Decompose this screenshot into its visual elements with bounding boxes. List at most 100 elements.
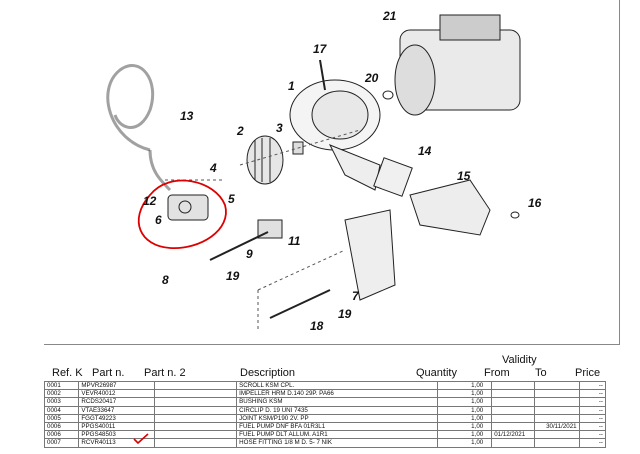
cell-part: FGGT49223 <box>78 413 156 423</box>
cell-quantity: 1,00 <box>437 421 493 432</box>
cell-part: MPVR26987 <box>78 380 156 391</box>
cell-price: -- <box>578 438 607 448</box>
cell-to <box>533 413 580 423</box>
callout-18: 18 <box>310 319 324 333</box>
cell-description: IMPELLER HRM D.140 29P. PA66 <box>236 389 439 399</box>
cell-part2 <box>154 380 238 391</box>
cell-quantity: 1,00 <box>437 397 493 407</box>
header-quantity: Quantity <box>416 367 457 379</box>
fuel-pump <box>167 194 209 221</box>
cell-description: JOINT KSM/P190 2V. PP <box>236 413 439 423</box>
cell-description: FUEL PUMP DNF BFA 01R3L1 <box>236 421 439 432</box>
validity-label: Validity <box>502 354 537 366</box>
table-header: Validity Ref. K Part n. Part n. 2 Descri… <box>44 352 620 380</box>
cell-price: -- <box>578 413 607 423</box>
cell-part: VEVR40012 <box>78 389 156 399</box>
callout-3: 3 <box>276 121 283 135</box>
cell-part2 <box>154 397 238 407</box>
cell-part2 <box>154 421 238 432</box>
header-price: Price <box>575 367 601 379</box>
callout-1: 1 <box>288 79 295 93</box>
cell-from <box>491 438 535 448</box>
callout-8: 8 <box>162 273 169 287</box>
callout-9: 9 <box>246 247 253 261</box>
cell-price: -- <box>578 397 607 407</box>
cell-to <box>533 380 580 391</box>
cell-from: 01/12/2021 <box>491 430 535 440</box>
cell-price: -- <box>578 380 607 391</box>
cell-part: RCDS20417 <box>78 397 156 407</box>
cell-ref: 0001 <box>43 380 80 391</box>
cell-part2 <box>154 438 238 448</box>
cell-price: -- <box>578 430 607 440</box>
callout-20: 20 <box>364 71 379 85</box>
cell-part2 <box>154 413 238 423</box>
cell-from <box>491 397 535 407</box>
cell-part2 <box>154 389 238 399</box>
cell-ref: 0002 <box>43 389 80 399</box>
callout-5: 5 <box>228 192 235 206</box>
header-to: To <box>535 367 547 379</box>
header-part: Part n. <box>92 367 125 379</box>
header-part2: Part n. 2 <box>144 367 186 379</box>
cell-from <box>491 380 535 391</box>
bracket <box>344 209 396 301</box>
cell-from <box>491 405 535 415</box>
cell-part: VTAE33647 <box>78 405 156 415</box>
cell-to <box>533 397 580 407</box>
cell-quantity: 1,00 <box>437 405 493 415</box>
callout-11: 11 <box>288 234 301 248</box>
callout-4: 4 <box>209 161 217 175</box>
callout-6: 6 <box>155 213 162 227</box>
cell-description: HOSE FITTING 1/8 M D. 5- 7 NIK <box>236 438 439 448</box>
red-circle-annotation <box>137 179 227 249</box>
callout-15: 15 <box>457 169 471 183</box>
impeller <box>246 135 284 185</box>
cell-quantity: 1,00 <box>437 389 493 399</box>
cell-part2 <box>154 405 238 415</box>
cell-ref: 0004 <box>43 405 80 415</box>
cell-from <box>491 421 535 432</box>
cell-to <box>533 430 580 440</box>
cell-to: 30/11/2021 <box>533 421 580 432</box>
cell-quantity: 1,00 <box>437 413 493 423</box>
callout-16: 16 <box>528 196 542 210</box>
cell-ref: 0005 <box>43 413 80 423</box>
cell-price: -- <box>578 389 607 399</box>
cell-to <box>533 389 580 399</box>
header-description: Description <box>240 367 296 379</box>
cell-from <box>491 413 535 423</box>
cell-quantity: 1,00 <box>437 438 493 448</box>
callout-19: 19 <box>338 307 352 321</box>
header-from: From <box>484 367 510 379</box>
cell-description: FUEL PUMP DLT ALLUM. A1R1 <box>236 430 439 440</box>
cell-quantity: 1,00 <box>437 380 493 391</box>
cell-from <box>491 389 535 399</box>
callout-21: 21 <box>382 9 397 23</box>
callout-19: 19 <box>226 269 240 283</box>
red-checkmark-annotation <box>133 433 149 445</box>
cell-to <box>533 438 580 448</box>
cell-ref: 0003 <box>43 397 80 407</box>
air-duct <box>409 179 491 236</box>
cable-hose <box>106 64 155 152</box>
joint-frame <box>373 157 413 197</box>
callout-7: 7 <box>352 289 360 303</box>
cell-description: CIRCLIP D. 19 UNI 7435 <box>236 405 439 415</box>
diagram-frame <box>44 0 620 345</box>
cell-quantity: 1,00 <box>437 430 493 440</box>
callout-14: 14 <box>418 144 432 158</box>
callout-17: 17 <box>313 42 328 56</box>
callout-13: 13 <box>180 109 194 123</box>
